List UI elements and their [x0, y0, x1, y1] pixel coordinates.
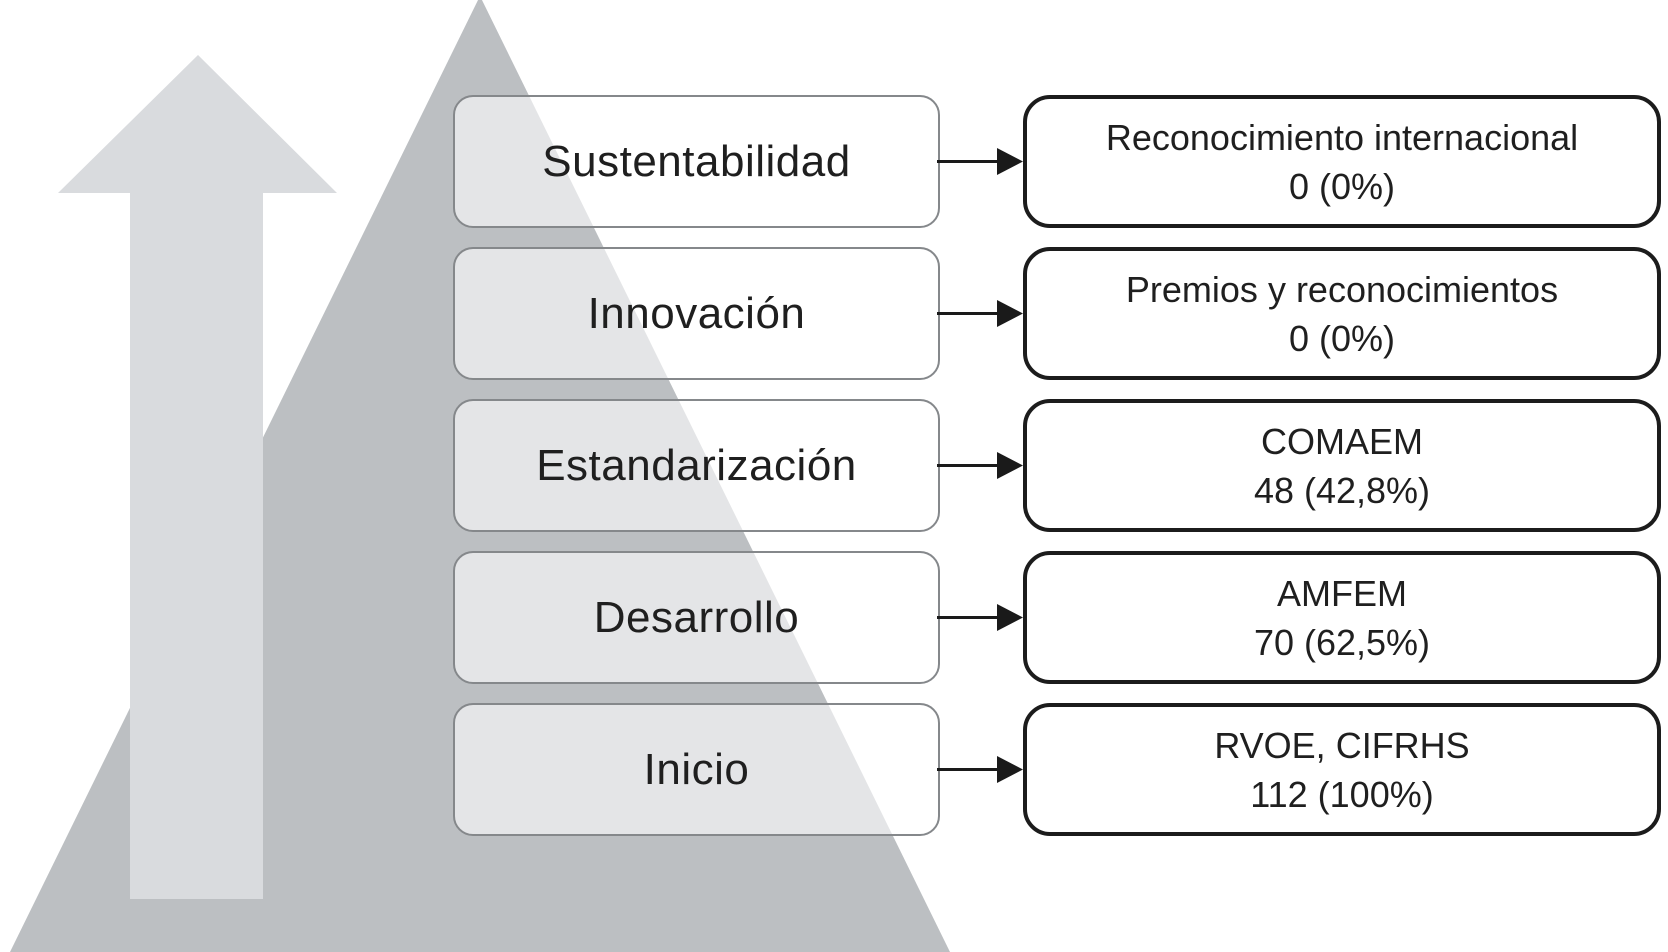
flow-arrow-icon	[937, 756, 1023, 783]
result-box-rvoe-cifrhs: RVOE, CIFRHS 112 (100%)	[1023, 703, 1661, 836]
stage-box-innovacion: Innovación	[453, 247, 940, 380]
result-title: Premios y reconocimientos	[1125, 268, 1559, 310]
flow-arrow-icon	[937, 604, 1023, 631]
stage-box-desarrollo: Desarrollo	[453, 551, 940, 684]
stage-label: Innovación	[587, 288, 806, 338]
stage-label: Sustentabilidad	[542, 136, 851, 186]
result-value: 112 (100%)	[1250, 773, 1434, 815]
result-box-reconocimiento-internacional: Reconocimiento internacional 0 (0%)	[1023, 95, 1661, 228]
diagram-row: Desarrollo AMFEM 70 (62,5%)	[0, 551, 1668, 684]
stage-box-estandarizacion: Estandarización	[453, 399, 940, 532]
stage-box-sustentabilidad: Sustentabilidad	[453, 95, 940, 228]
result-value: 0 (0%)	[1288, 165, 1396, 207]
result-value: 48 (42,8%)	[1253, 469, 1431, 511]
result-value: 70 (62,5%)	[1253, 621, 1431, 663]
up-arrow-shape	[58, 55, 337, 899]
result-box-amfem: AMFEM 70 (62,5%)	[1023, 551, 1661, 684]
result-title: Reconocimiento internacional	[1105, 116, 1579, 158]
result-title: AMFEM	[1277, 572, 1407, 614]
result-value: 0 (0%)	[1288, 317, 1396, 359]
result-box-comaem: COMAEM 48 (42,8%)	[1023, 399, 1661, 532]
flow-arrow-icon	[937, 148, 1023, 175]
diagram-row: Estandarización COMAEM 48 (42,8%)	[0, 399, 1668, 532]
flow-arrow-icon	[937, 452, 1023, 479]
diagram-row: Sustentabilidad Reconocimiento internaci…	[0, 95, 1668, 228]
stage-box-inicio: Inicio	[453, 703, 940, 836]
diagram-row: Innovación Premios y reconocimientos 0 (…	[0, 247, 1668, 380]
flow-arrow-icon	[937, 300, 1023, 327]
stage-label: Estandarización	[536, 440, 857, 490]
result-title: RVOE, CIFRHS	[1214, 724, 1470, 766]
result-box-premios: Premios y reconocimientos 0 (0%)	[1023, 247, 1661, 380]
result-title: COMAEM	[1261, 420, 1423, 462]
stage-label: Inicio	[643, 744, 750, 794]
stage-label: Desarrollo	[593, 592, 800, 642]
diagram-row: Inicio RVOE, CIFRHS 112 (100%)	[0, 703, 1668, 836]
